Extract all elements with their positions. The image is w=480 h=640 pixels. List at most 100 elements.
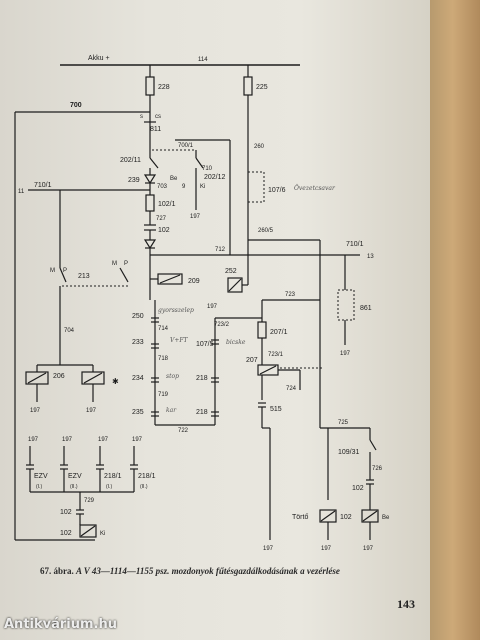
resistor-207-1	[257, 321, 267, 339]
label-197-b: 197	[207, 304, 218, 310]
label-197-j: 197	[263, 546, 274, 552]
label-723-1: 723/1	[268, 352, 284, 358]
relay-102-ki-bottom	[79, 524, 97, 538]
label-729: 729	[84, 498, 95, 504]
note-107-6: Övezetcsavar	[294, 185, 336, 192]
label-ezv-2-paren: (II.)	[70, 484, 78, 490]
label-710: 710	[202, 166, 213, 172]
note-250: gyorsszelep	[158, 307, 194, 314]
label-102-right: 102	[352, 485, 364, 492]
label-703: 703	[157, 184, 168, 190]
label-202-11: 202/11	[120, 157, 141, 164]
label-be-bottom: Be	[382, 515, 390, 521]
label-218-1-b: 218/1	[138, 473, 156, 480]
label-197-a: 197	[190, 214, 201, 220]
label-9: 9	[182, 184, 186, 190]
contact-markers-left	[151, 317, 159, 417]
label-p-left: P	[63, 268, 67, 274]
page-number: 143	[397, 597, 415, 611]
label-m-right: M	[112, 261, 117, 267]
label-727: 727	[156, 216, 167, 222]
label-704: 704	[64, 328, 75, 334]
note-107-5: bicske	[226, 339, 246, 346]
page-stack-edge	[430, 0, 480, 640]
note-235: kar	[166, 407, 177, 414]
label-218-b: 218	[196, 409, 208, 416]
label-722: 722	[178, 428, 189, 434]
label-225: 225	[256, 84, 268, 91]
label-207-1: 207/1	[270, 329, 288, 336]
label-725: 725	[338, 420, 349, 426]
fuse-225	[243, 76, 253, 96]
label-218-1-a: 218/1	[104, 473, 122, 480]
label-233: 233	[132, 339, 144, 346]
label-710-1-right: 710/1	[346, 241, 364, 248]
label-213: 213	[78, 273, 90, 280]
label-197-h: 197	[98, 437, 109, 443]
diode-239	[143, 174, 157, 185]
note-234: stop	[166, 373, 179, 380]
circuit-schematic: Akku + 114 228 225 260 700 s cs 811 700/…	[14, 55, 390, 552]
supply-label: Akku +	[88, 55, 110, 62]
label-239: 239	[128, 177, 140, 184]
label-s: s	[140, 114, 143, 120]
label-p-right: P	[124, 261, 128, 267]
label-ki-bottom: Ki	[100, 531, 105, 537]
label-723: 723	[285, 292, 296, 298]
label-218-1-a-paren: (I.)	[106, 484, 112, 490]
label-197-k: 197	[321, 546, 332, 552]
label-102-bottom-b: 102	[60, 530, 72, 537]
label-700-1: 700/1	[178, 143, 194, 149]
relay-107-6	[247, 171, 265, 203]
label-726: 726	[372, 466, 383, 472]
relay-861	[337, 289, 355, 321]
label-252: 252	[225, 268, 237, 275]
label-ezv-2: EZV	[68, 473, 82, 480]
label-260-5: 260/5	[258, 228, 274, 234]
label-723-2: 723/2	[214, 322, 230, 328]
figure-caption: 67. ábra. A V 43—1114—1155 psz. mozdonyo…	[40, 566, 410, 576]
label-202-12: 202/12	[204, 174, 226, 181]
label-197-f: 197	[28, 437, 39, 443]
label-102-bottom: 102	[60, 509, 72, 516]
label-197-i: 197	[132, 437, 143, 443]
label-197-d: 197	[30, 408, 41, 414]
label-719: 719	[158, 392, 169, 398]
label-724: 724	[286, 386, 297, 392]
label-218-a: 218	[196, 375, 208, 382]
label-197-c: 197	[340, 351, 351, 357]
label-ezv-1: EZV	[34, 473, 48, 480]
fuse-228	[145, 76, 155, 96]
label-207: 207	[246, 357, 258, 364]
label-be: Be	[170, 176, 178, 182]
label-102: 102	[158, 227, 170, 234]
label-250: 250	[132, 313, 144, 320]
label-197-e: 197	[86, 408, 97, 414]
label-197-l: 197	[363, 546, 374, 552]
label-197-g: 197	[62, 437, 73, 443]
label-218-1-b-paren: (II.)	[140, 484, 148, 490]
label-235: 235	[132, 409, 144, 416]
label-102-torto: 102	[340, 514, 352, 521]
label-228: 228	[158, 84, 170, 91]
label-ki: Ki	[200, 184, 205, 190]
label-torto: Törtő	[292, 514, 308, 521]
label-861: 861	[360, 305, 372, 312]
label-102-1: 102/1	[158, 201, 176, 208]
caption-prefix: 67. ábra.	[40, 566, 74, 576]
label-109-31: 109/31	[338, 449, 360, 456]
label-700: 700	[70, 102, 82, 109]
label-710-1-left: 710/1	[34, 182, 52, 189]
fuse-102-1	[145, 194, 155, 212]
label-234: 234	[132, 375, 144, 382]
label-p-mark: ✱	[112, 377, 119, 386]
label-cs: cs	[155, 114, 161, 120]
label-714: 714	[158, 326, 169, 332]
note-233: V+FT	[170, 337, 189, 344]
label-107-5: 107/5	[196, 341, 214, 348]
label-13: 13	[367, 254, 374, 260]
watermark: Antikvárium.hu	[4, 617, 117, 632]
label-712: 712	[215, 247, 226, 253]
caption-text: A V 43—1114—1155 psz. mozdonyok fűtésgaz…	[76, 566, 340, 576]
label-209: 209	[188, 278, 200, 285]
